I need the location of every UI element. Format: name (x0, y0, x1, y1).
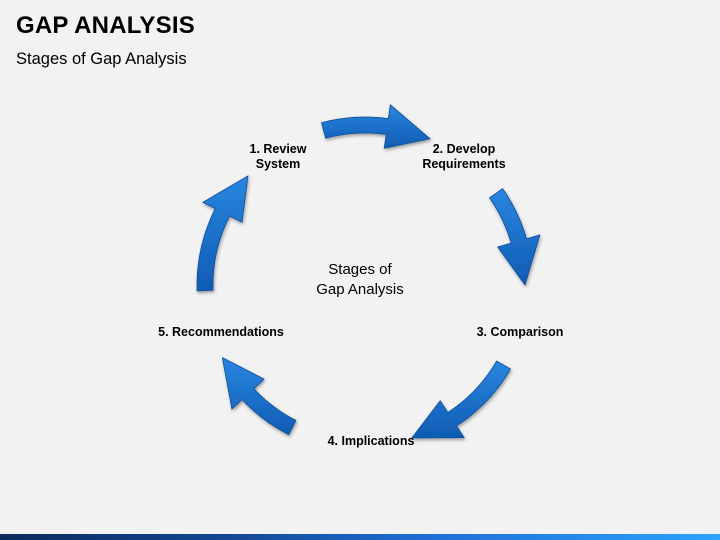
stage-4-line1: 4. Implications (327, 434, 415, 448)
cycle-arrow-2-icon (488, 188, 541, 286)
bottom-accent-bar (0, 534, 720, 540)
stage-1-label: 1. Review System (238, 142, 318, 172)
cycle-arrow-4-icon (221, 356, 297, 436)
center-label: Stages of Gap Analysis (290, 260, 430, 300)
stage-4-label: 4. Implications (318, 434, 424, 449)
center-label-line1: Stages of (328, 261, 392, 278)
center-label-line2: Gap Analysis (316, 281, 404, 298)
stage-3-line1: 3. Comparison (476, 325, 564, 339)
cycle-arrows (196, 104, 541, 439)
cycle-arrow-5-icon (196, 175, 249, 292)
cycle-arrow-3-icon (410, 360, 512, 439)
stage-5-label: 5. Recommendations (150, 325, 292, 340)
stage-1-line2: System (255, 157, 301, 171)
stage-2-line2: Requirements (422, 157, 506, 171)
stage-5-line1: 5. Recommendations (158, 325, 284, 339)
stage-1-line1: 1. Review (249, 142, 307, 156)
slide-title: GAP ANALYSIS (16, 12, 195, 39)
stage-2-line1: 2. Develop (432, 142, 496, 156)
stage-2-label: 2. Develop Requirements (414, 142, 514, 172)
stage-3-label: 3. Comparison (470, 325, 570, 340)
cycle-arrow-1-icon (321, 104, 431, 149)
slide-subtitle: Stages of Gap Analysis (16, 50, 187, 68)
